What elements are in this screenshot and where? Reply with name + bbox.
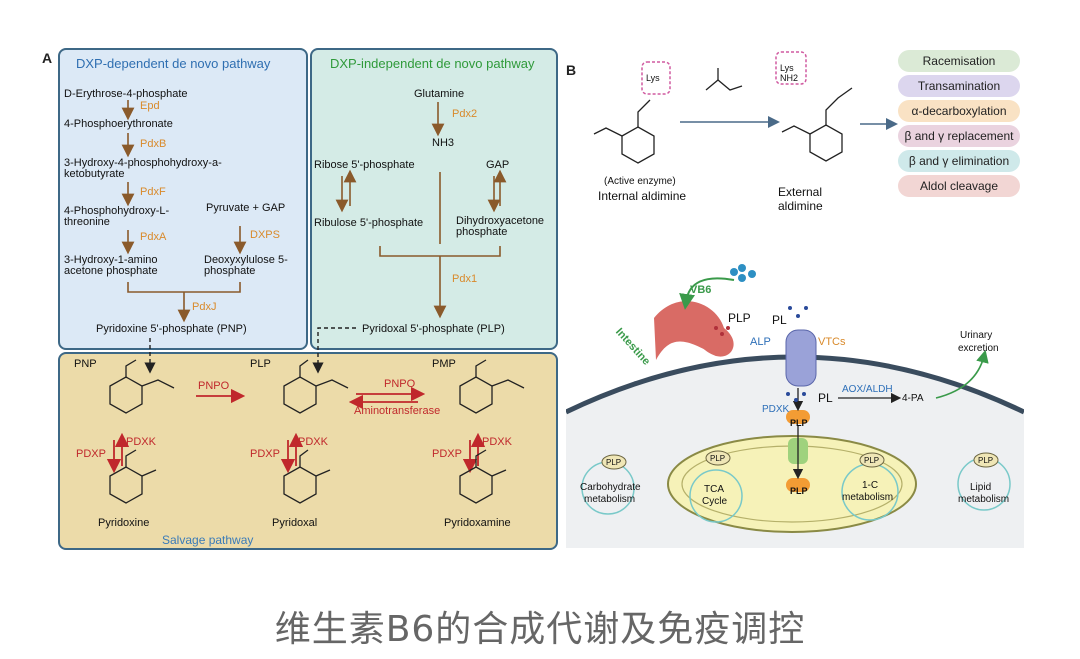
molecule-nh3: NH3 [432, 137, 455, 149]
enzyme-pdxp-2: PDXP [250, 448, 280, 460]
salvage-plp-label: PLP [250, 358, 271, 370]
pdxk-label: PDXK [762, 404, 790, 415]
figure-caption: 维生素B6的合成代谢及免疫调控 [274, 609, 806, 650]
enzyme-pnpo-1: PNPO [198, 380, 230, 392]
molecule-ribose5p: Ribose 5'-phosphate [314, 159, 415, 171]
enzyme-pdxk-3: PDXK [482, 436, 512, 448]
lys-label-1: Lys [646, 73, 660, 83]
molecule-pyruvate-gap: Pyruvate + GAP [206, 202, 286, 214]
enzyme-pdxk-2: PDXK [298, 436, 328, 448]
active-enzyme-label: (Active enzyme) [604, 176, 676, 187]
enzyme-pdx1: Pdx1 [452, 273, 478, 285]
alp-label: ALP [750, 336, 771, 348]
reaction-pill: Transamination [898, 75, 1020, 97]
molecule-glutamine: Glutamine [414, 88, 465, 100]
lipid-label-2: metabolism [958, 494, 1010, 505]
aox-aldh-label: AOX/ALDH [842, 384, 893, 395]
molecule-erythrose: D-Erythrose-4-phosphate [64, 88, 188, 100]
panel-label-a: A [42, 50, 53, 66]
enzyme-pdxa: PdxA [140, 231, 167, 243]
tca-label-1: TCA [704, 484, 724, 495]
reaction-pill: Racemisation [898, 50, 1020, 72]
plp-tag-lipid: PLP [978, 456, 994, 465]
molecule-dhap-1: Dihydroxyacetone [456, 215, 545, 227]
reaction-pill: α-decarboxylation [898, 100, 1020, 122]
nh2-label: NH2 [780, 73, 799, 83]
panel-label-b: B [566, 62, 577, 78]
plp-mito-tag: PLP [790, 486, 808, 496]
reaction-pill: Aldol cleavage [898, 175, 1020, 197]
4-pa-label: 4-PA [902, 393, 924, 404]
vb6-label: VB6 [690, 284, 712, 296]
one-carbon-label-1: 1-C [862, 480, 879, 491]
enzyme-aminotransferase: Aminotransferase [354, 405, 441, 417]
salvage-pnp-label: PNP [74, 358, 97, 370]
enzyme-pdxp-1: PDXP [76, 448, 106, 460]
pl-intracellular: PL [818, 391, 833, 405]
external-aldimine-label-2: aldimine [778, 199, 823, 213]
one-carbon-label-2: metabolism [842, 492, 894, 503]
molecule-ribulose5p: Ribulose 5'-phosphate [314, 217, 424, 229]
enzyme-pdxf: PdxF [140, 186, 166, 198]
lipid-label-1: Lipid [970, 482, 992, 493]
lys-label-2: Lys [780, 63, 794, 73]
dxp-independent-title: DXP-independent de novo pathway [330, 56, 535, 71]
urinary-excretion-2: excretion [958, 343, 999, 354]
molecule-threonine-1: 4-Phosphohydroxy-L- [64, 205, 170, 217]
plp-tag-1c: PLP [864, 456, 880, 465]
molecule-ketobutyrate-2: ketobutyrate [64, 168, 125, 180]
enzyme-pdxk-1: PDXK [126, 436, 156, 448]
reaction-pill: β and γ elimination [898, 150, 1020, 172]
salvage-pmp-label: PMP [432, 358, 456, 370]
enzyme-pdx2: Pdx2 [452, 108, 478, 120]
panel-c-graphics [566, 262, 1024, 548]
dxp-dependent-title: DXP-dependent de novo pathway [76, 56, 271, 71]
urinary-excretion-1: Urinary [960, 330, 993, 341]
molecule-pyridoxal: Pyridoxal [272, 517, 318, 529]
molecule-pnp: Pyridoxine 5'-phosphate (PNP) [96, 323, 247, 335]
external-aldimine-label-1: External [778, 185, 823, 199]
enzyme-pdxb: PdxB [140, 138, 167, 150]
molecule-dhap-2: phosphate [456, 226, 508, 238]
molecule-plp: Pyridoxal 5'-phosphate (PLP) [362, 323, 505, 335]
enzyme-dxps: DXPS [250, 229, 280, 241]
molecule-pyridoxine: Pyridoxine [98, 517, 150, 529]
vtcs-label: VTCs [818, 336, 846, 348]
molecule-threonine-2: threonine [64, 216, 110, 228]
plp-extracellular: PLP [728, 311, 751, 325]
plp-tag-carb: PLP [606, 458, 622, 467]
tca-label-2: Cycle [702, 496, 728, 507]
molecule-ketobutyrate-1: 3-Hydroxy-4-phosphohydroxy-a- [64, 157, 222, 169]
salvage-title: Salvage pathway [162, 533, 254, 547]
pl-extracellular: PL [772, 313, 787, 327]
enzyme-pnpo-2: PNPO [384, 378, 416, 390]
enzyme-pdxp-3: PDXP [432, 448, 462, 460]
dxp-independent-box [310, 48, 558, 350]
plp-cell-tag: PLP [790, 418, 808, 428]
carbohydrate-label-2: metabolism [584, 494, 636, 505]
dxp-dependent-box [58, 48, 308, 350]
internal-aldimine-label: Internal aldimine [598, 189, 687, 203]
molecule-dxp-1: Deoxyxylulose 5- [204, 254, 288, 266]
molecule-dxp-2: phosphate [204, 265, 256, 277]
panel-b-graphics [593, 51, 898, 164]
enzyme-epd: Epd [140, 100, 160, 112]
reaction-pill: β and γ replacement [898, 125, 1020, 147]
plp-tag-tca: PLP [710, 454, 726, 463]
molecule-gap: GAP [486, 159, 510, 171]
enzyme-pdxj: PdxJ [192, 301, 217, 313]
molecule-aminoacetone-1: 3-Hydroxy-1-amino [64, 254, 158, 266]
molecule-phosphoerythronate: 4-Phosphoerythronate [64, 118, 173, 130]
molecule-pyridoxamine: Pyridoxamine [444, 517, 511, 529]
panel-a-graphics [106, 100, 525, 504]
molecule-aminoacetone-2: acetone phosphate [64, 265, 158, 277]
carbohydrate-label-1: Carbohydrate [580, 482, 641, 493]
